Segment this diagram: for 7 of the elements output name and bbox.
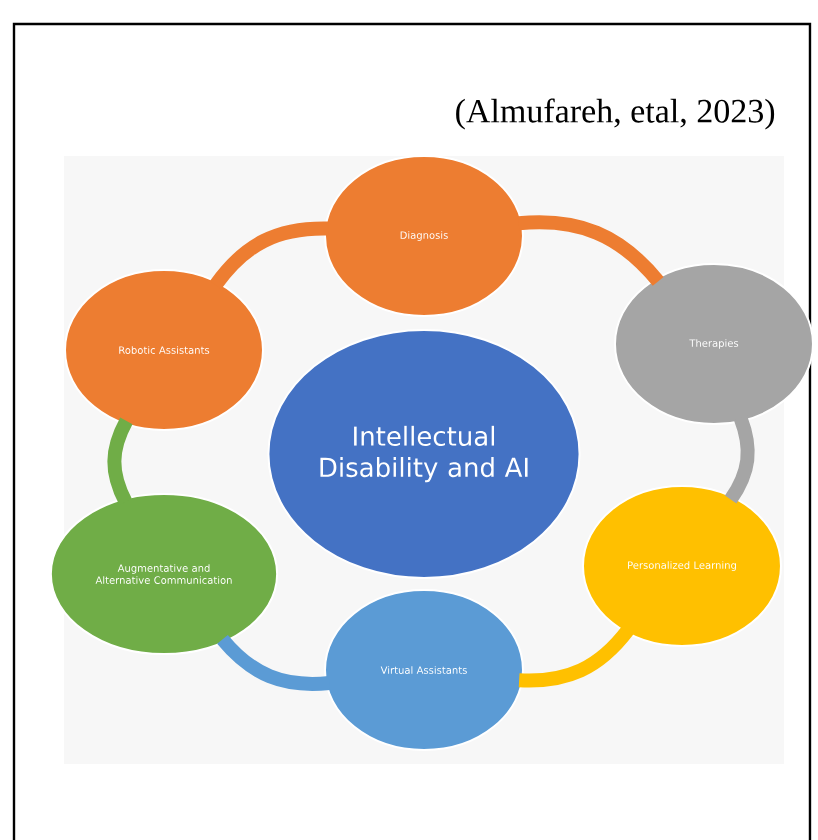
ring-arc <box>107 417 133 505</box>
ring-arc <box>210 221 329 290</box>
ring-arc <box>518 215 664 286</box>
ring-arc <box>518 625 634 688</box>
ring-arc <box>724 415 755 504</box>
ring-arc <box>217 634 330 691</box>
citation: (Almufareh, etal, 2023) <box>456 98 775 130</box>
